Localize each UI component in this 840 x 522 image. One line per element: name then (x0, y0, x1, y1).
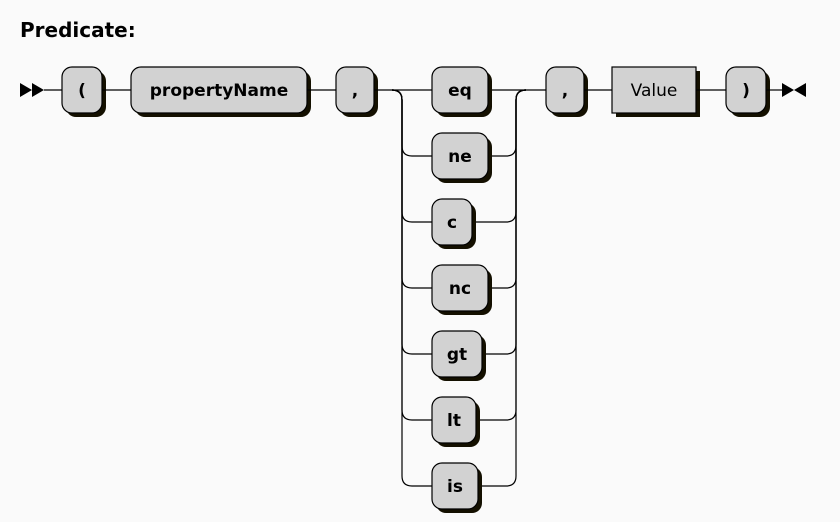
box-label: , (562, 81, 568, 101)
box-label: , (352, 81, 358, 101)
operator-option-nc: nc (431, 264, 492, 315)
diagram-title: Predicate: (20, 18, 136, 42)
operator-option-c: c (431, 198, 476, 249)
terminal-2: , (335, 66, 378, 117)
box-label: is (447, 477, 463, 497)
box-label: c (447, 213, 457, 233)
choice-branch-line (391, 89, 432, 487)
terminal-4: , (545, 66, 588, 117)
choice-branch-line (488, 89, 527, 289)
box-label: eq (448, 81, 472, 101)
operator-option-eq: eq (431, 66, 492, 117)
nonterminal-value: Value (611, 66, 700, 117)
box-frame (431, 264, 489, 312)
terminal-1: propertyName (130, 66, 311, 117)
operator-option-is: is (431, 462, 482, 513)
operator-option-gt: gt (431, 330, 486, 381)
choice-branch-line (391, 89, 432, 157)
start-marker (20, 83, 44, 97)
box-frame (431, 462, 479, 510)
box-label: Value (631, 81, 678, 101)
box-label: propertyName (150, 81, 288, 101)
choice-branch-line (478, 89, 527, 487)
box-frame (611, 66, 697, 114)
end-marker (782, 83, 806, 97)
box-label: ne (448, 147, 472, 167)
box-frame (431, 198, 473, 246)
operator-option-ne: ne (431, 132, 492, 183)
box-frame (431, 330, 483, 378)
choice-branch-line (391, 89, 432, 289)
box-label: lt (447, 411, 461, 431)
box-frame (431, 132, 489, 180)
terminal-0: ( (61, 66, 106, 117)
box-frame (431, 66, 489, 114)
box-label: ) (742, 81, 750, 101)
box-label: ( (78, 81, 86, 101)
box-frame (431, 396, 477, 444)
choice-branch-line (391, 89, 432, 421)
box-label: nc (449, 279, 471, 299)
operator-option-lt: lt (431, 396, 480, 447)
terminal-6: ) (725, 66, 770, 117)
choice-branch-line (488, 89, 527, 157)
box-label: gt (447, 345, 467, 365)
